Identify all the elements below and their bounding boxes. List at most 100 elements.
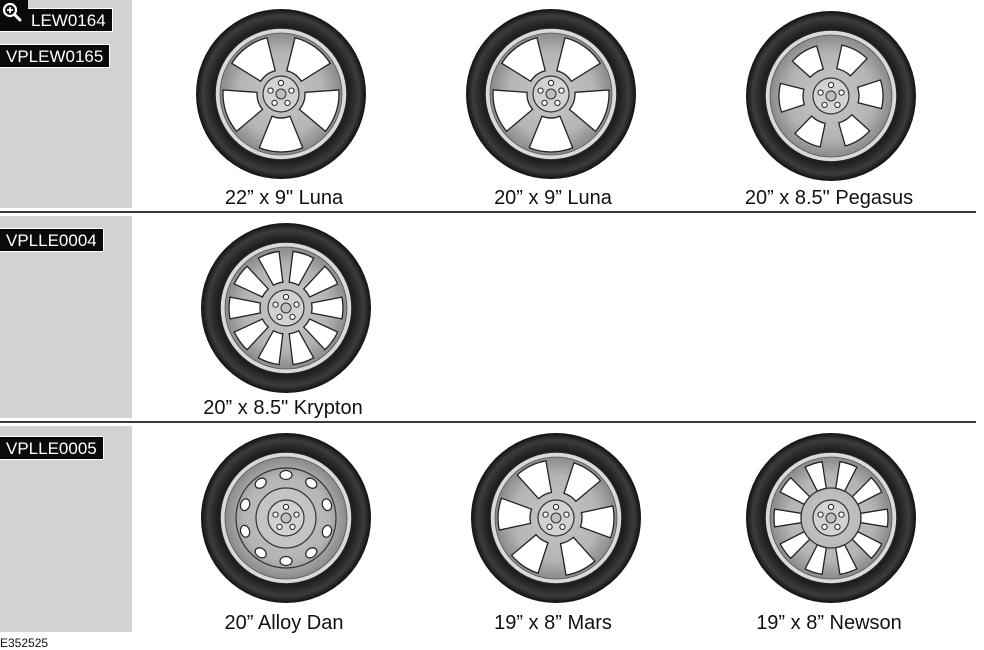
center-cap — [275, 88, 287, 100]
rim-window — [516, 460, 553, 500]
wheel-caption: 19” x 8” Newson — [756, 612, 902, 634]
lug-nut — [272, 511, 279, 518]
zoom-button[interactable] — [0, 0, 28, 26]
rim-window — [233, 318, 270, 351]
row-1-side-band — [0, 0, 132, 208]
lug-nut — [558, 87, 565, 94]
wheel-alloy-dan — [201, 433, 371, 603]
lug-nut — [271, 99, 278, 106]
wheel-mars — [471, 433, 641, 603]
rim-window — [559, 536, 596, 576]
rim-window — [856, 79, 884, 110]
wheel-caption: 19” x 8” Mars — [494, 612, 612, 634]
rim-window — [497, 497, 533, 531]
wheel-pegasus — [746, 11, 916, 181]
rim-window — [302, 265, 339, 298]
lug-nut — [276, 313, 283, 320]
lug-nut — [834, 523, 841, 530]
rim-window — [288, 250, 315, 287]
lug-nut — [282, 293, 290, 301]
code-label-1b: VPLEW0165 — [0, 44, 111, 68]
center-cap — [545, 88, 557, 100]
lug-nut — [547, 79, 555, 87]
lug-nut — [272, 301, 279, 308]
rim-window — [510, 533, 549, 574]
lug-nut — [817, 89, 824, 96]
lug-nut — [838, 89, 845, 96]
center-cap — [550, 512, 562, 524]
code-label-3: VPLLE0005 — [0, 436, 104, 460]
rim-hole — [279, 555, 293, 567]
lug-nut — [838, 511, 845, 518]
rim-window — [298, 89, 340, 133]
lug-nut — [559, 523, 566, 530]
lug-nut — [541, 99, 548, 106]
lug-nut — [537, 87, 544, 94]
rim-hole — [279, 469, 293, 481]
figure-id: E352525 — [0, 636, 49, 650]
center-cap — [280, 512, 292, 524]
rim-window — [793, 115, 826, 148]
rim-window — [233, 265, 270, 298]
rim-hole — [239, 498, 251, 512]
rim-window — [302, 318, 339, 351]
rim-window — [563, 462, 602, 503]
wheel-newson — [746, 433, 916, 603]
wheel-luna-20 — [466, 9, 636, 179]
rim-window — [230, 36, 276, 83]
rim-inner-ring — [800, 487, 862, 549]
rim-window — [286, 36, 332, 83]
rim-window — [791, 45, 825, 79]
lug-nut — [834, 101, 841, 108]
rim-window — [310, 296, 344, 320]
rim-window — [257, 329, 284, 366]
row-3-side-band — [0, 426, 132, 632]
rim-window — [836, 44, 869, 77]
lug-nut — [563, 511, 570, 518]
code-label-1a: LEW0164 — [0, 8, 113, 32]
wheel-caption: 20” Alloy Dan — [224, 612, 344, 634]
rim-window — [568, 89, 610, 133]
wheel-caption: 20” x 8.5" Krypton — [203, 397, 363, 419]
lug-nut — [552, 503, 560, 511]
lug-nut — [289, 523, 296, 530]
lug-nut — [293, 511, 300, 518]
rim-window — [837, 113, 871, 147]
lug-nut — [289, 313, 296, 320]
lug-nut — [821, 523, 828, 530]
wheel-krypton — [201, 223, 371, 393]
lug-nut — [276, 523, 283, 530]
rim-window — [492, 89, 534, 133]
lug-nut — [277, 79, 285, 87]
wheel-luna-22 — [196, 9, 366, 179]
code-label-2: VPLLE0004 — [0, 228, 104, 252]
row-divider-1 — [0, 211, 976, 213]
rim-hole — [239, 524, 251, 538]
center-cap — [825, 512, 837, 524]
wheel-caption: 20” x 9” Luna — [494, 187, 612, 209]
lug-nut — [293, 301, 300, 308]
lug-nut — [282, 503, 290, 511]
lug-nut — [821, 101, 828, 108]
rim-window — [556, 36, 602, 83]
rim-hole — [254, 547, 267, 559]
rim-window — [228, 296, 262, 320]
rim-window — [222, 89, 264, 133]
magnifier-plus-icon — [2, 2, 22, 22]
rim-hole — [305, 547, 318, 559]
rim-window — [288, 329, 315, 366]
rim-hole — [321, 498, 333, 512]
lug-nut — [288, 87, 295, 94]
lug-nut — [284, 99, 291, 106]
rim-window — [500, 36, 546, 83]
rim-window — [258, 115, 304, 153]
rim-window — [257, 250, 284, 287]
lug-nut — [267, 87, 274, 94]
rim-window — [778, 82, 806, 113]
rim-inner-ring — [235, 467, 337, 569]
rim-hole — [305, 477, 318, 489]
wheel-caption: 22” x 9" Luna — [224, 187, 344, 209]
lug-nut — [546, 523, 553, 530]
rim-hole — [254, 477, 267, 489]
wheel-caption: 20” x 8.5" Pegasus — [744, 187, 914, 209]
